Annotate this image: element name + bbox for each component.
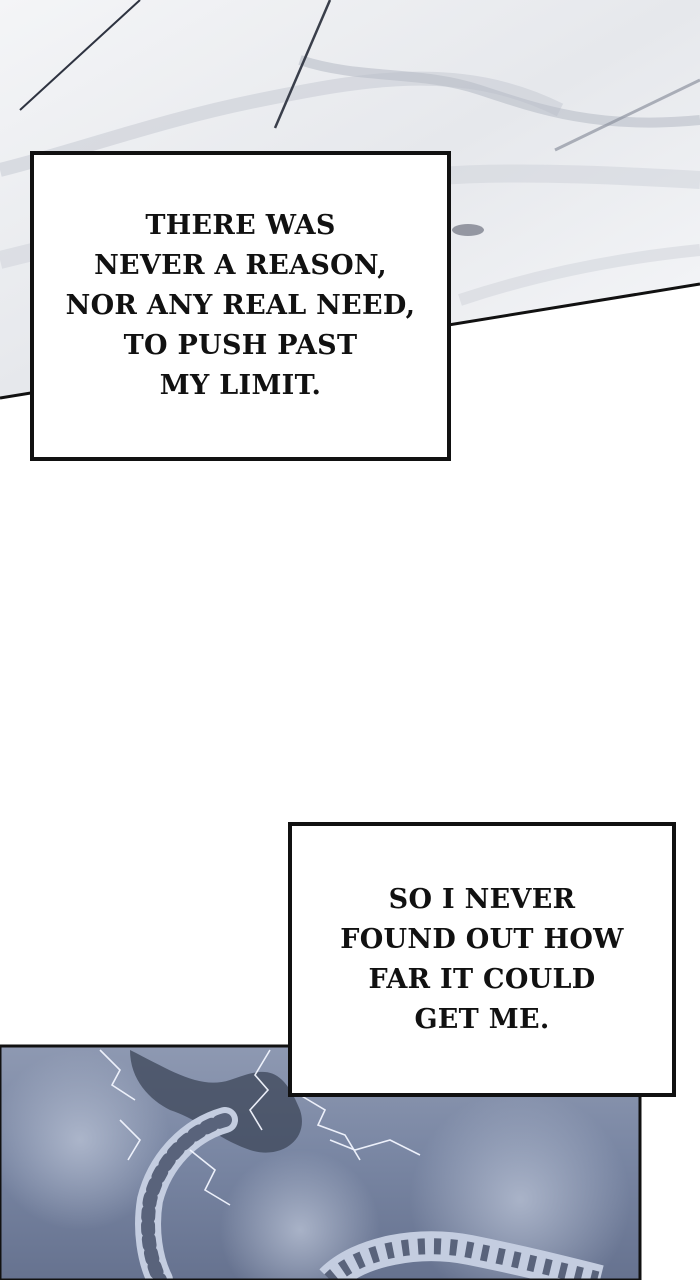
caption-line: FOUND OUT HOW bbox=[340, 923, 624, 955]
caption-line: NEVER A REASON, bbox=[94, 250, 387, 281]
caption-box-1: THERE WAS NEVER A REASON, NOR ANY REAL N… bbox=[30, 151, 451, 461]
caption-line: MY LIMIT. bbox=[159, 370, 322, 401]
caption-text-2: SO I NEVER FOUND OUT HOW FAR IT COULD GE… bbox=[340, 880, 624, 1040]
caption-line: TO PUSH PAST bbox=[123, 330, 358, 361]
caption-line: GET ME. bbox=[414, 1003, 550, 1035]
caption-line: NOR ANY REAL NEED, bbox=[65, 290, 416, 321]
caption-box-2: SO I NEVER FOUND OUT HOW FAR IT COULD GE… bbox=[288, 822, 676, 1097]
caption-line: THERE WAS bbox=[145, 210, 336, 241]
caption-line: FAR IT COULD bbox=[368, 963, 596, 995]
caption-text-1: THERE WAS NEVER A REASON, NOR ANY REAL N… bbox=[66, 206, 416, 406]
caption-line: SO I NEVER bbox=[388, 883, 576, 915]
